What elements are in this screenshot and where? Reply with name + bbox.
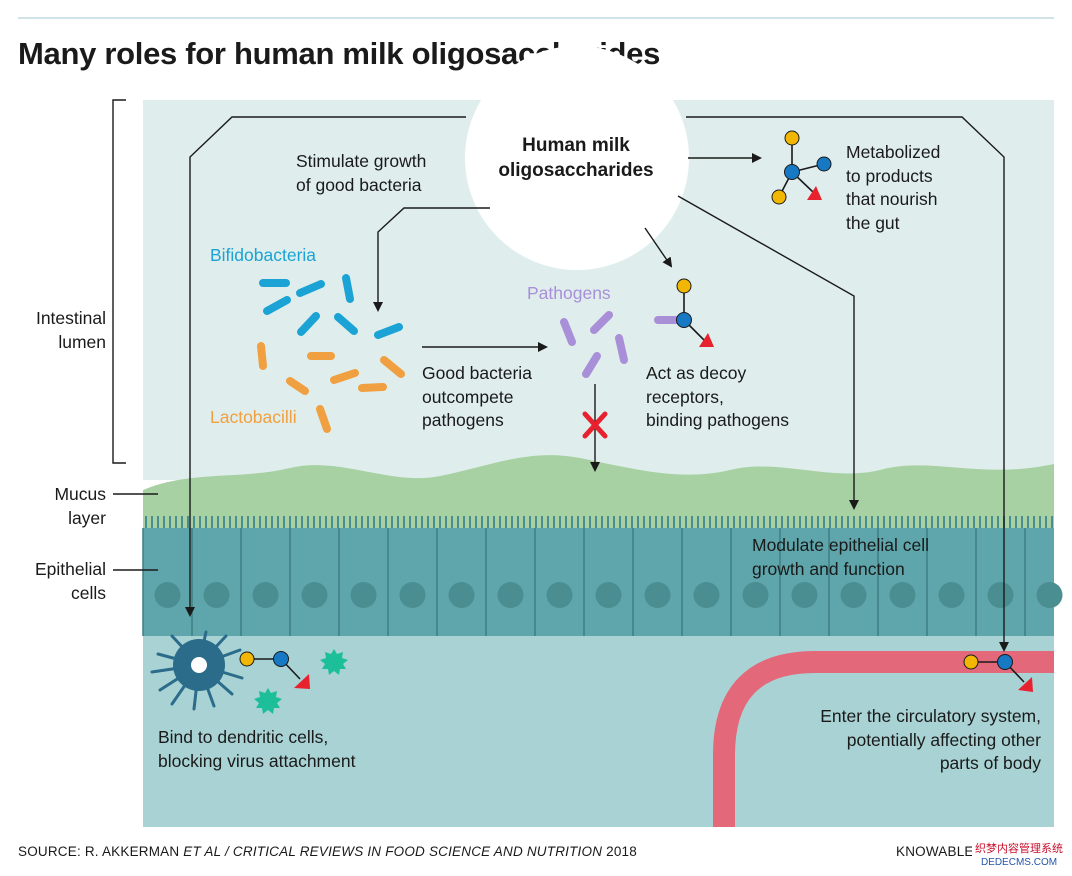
watermark: 织梦内容管理系统 DEDECMS.COM	[972, 842, 1066, 870]
cell-dividers	[142, 528, 1026, 636]
arrow-to-dendritic	[185, 116, 466, 617]
decoy-receptors-label: Act as decoy receptors, binding pathogen…	[646, 363, 790, 430]
hmo-molecule-dendritic-icon	[239, 651, 310, 689]
arrow-to-epithelium	[677, 195, 859, 510]
intestinal-lumen-label: Intestinal lumen	[35, 308, 106, 352]
bifidobacteria-label: Bifidobacteria	[210, 245, 317, 265]
cell-nuclei	[154, 582, 1063, 608]
pathogens-label: Pathogens	[527, 283, 611, 303]
circulatory-system-label: Enter the circulatory system, potentiall…	[820, 706, 1041, 773]
side-bracket	[112, 99, 126, 464]
blocked-x-icon	[582, 411, 608, 439]
hmo-molecule-metabolized-icon	[771, 130, 832, 205]
arrow-to-circulation	[686, 116, 1009, 652]
blood-vessel	[713, 651, 1054, 827]
dendritic-cell-icon	[150, 630, 244, 711]
arrow-to-decoy	[644, 227, 673, 268]
source-credit: SOURCE: R. AKKERMAN ET AL / CRITICAL REV…	[18, 844, 637, 859]
top-rule	[18, 17, 1054, 19]
dendritic-cells-label: Bind to dendritic cells, blocking virus …	[158, 727, 356, 771]
mucus-layer-label: Mucus layer	[54, 484, 106, 528]
bifidobacteria-icon	[259, 274, 403, 339]
mucus-layer	[143, 455, 1054, 540]
arrow-to-good-bacteria	[373, 207, 490, 312]
lactobacilli-icon	[257, 342, 405, 433]
lactobacilli-label: Lactobacilli	[210, 407, 297, 427]
stimulate-growth-label: Stimulate growth of good bacteria	[296, 151, 427, 195]
pathogens-icon	[560, 311, 628, 378]
publisher-credit: KNOWABLE	[896, 844, 974, 859]
epithelial-cells-label: Epithelial cells	[34, 559, 106, 603]
hmo-hub-label: Human milk oligosaccharides	[498, 135, 654, 181]
virus-icon	[254, 649, 348, 714]
epithelial-cell-layer	[142, 516, 1063, 636]
modulate-epithelial-label: Modulate epithelial cell growth and func…	[752, 535, 930, 579]
microvilli	[145, 516, 1053, 528]
virus-2	[254, 688, 282, 714]
hmo-molecule-circulation-icon	[963, 654, 1033, 692]
hmo-hub-circle	[465, 46, 689, 270]
arrows	[185, 116, 1009, 652]
hmo-molecule-decoy-icon	[654, 278, 714, 347]
metabolized-label: Metabolized to products that nourish the…	[846, 142, 941, 233]
outcompete-label: Good bacteria outcompete pathogens	[422, 363, 532, 430]
virus-1	[320, 649, 348, 675]
